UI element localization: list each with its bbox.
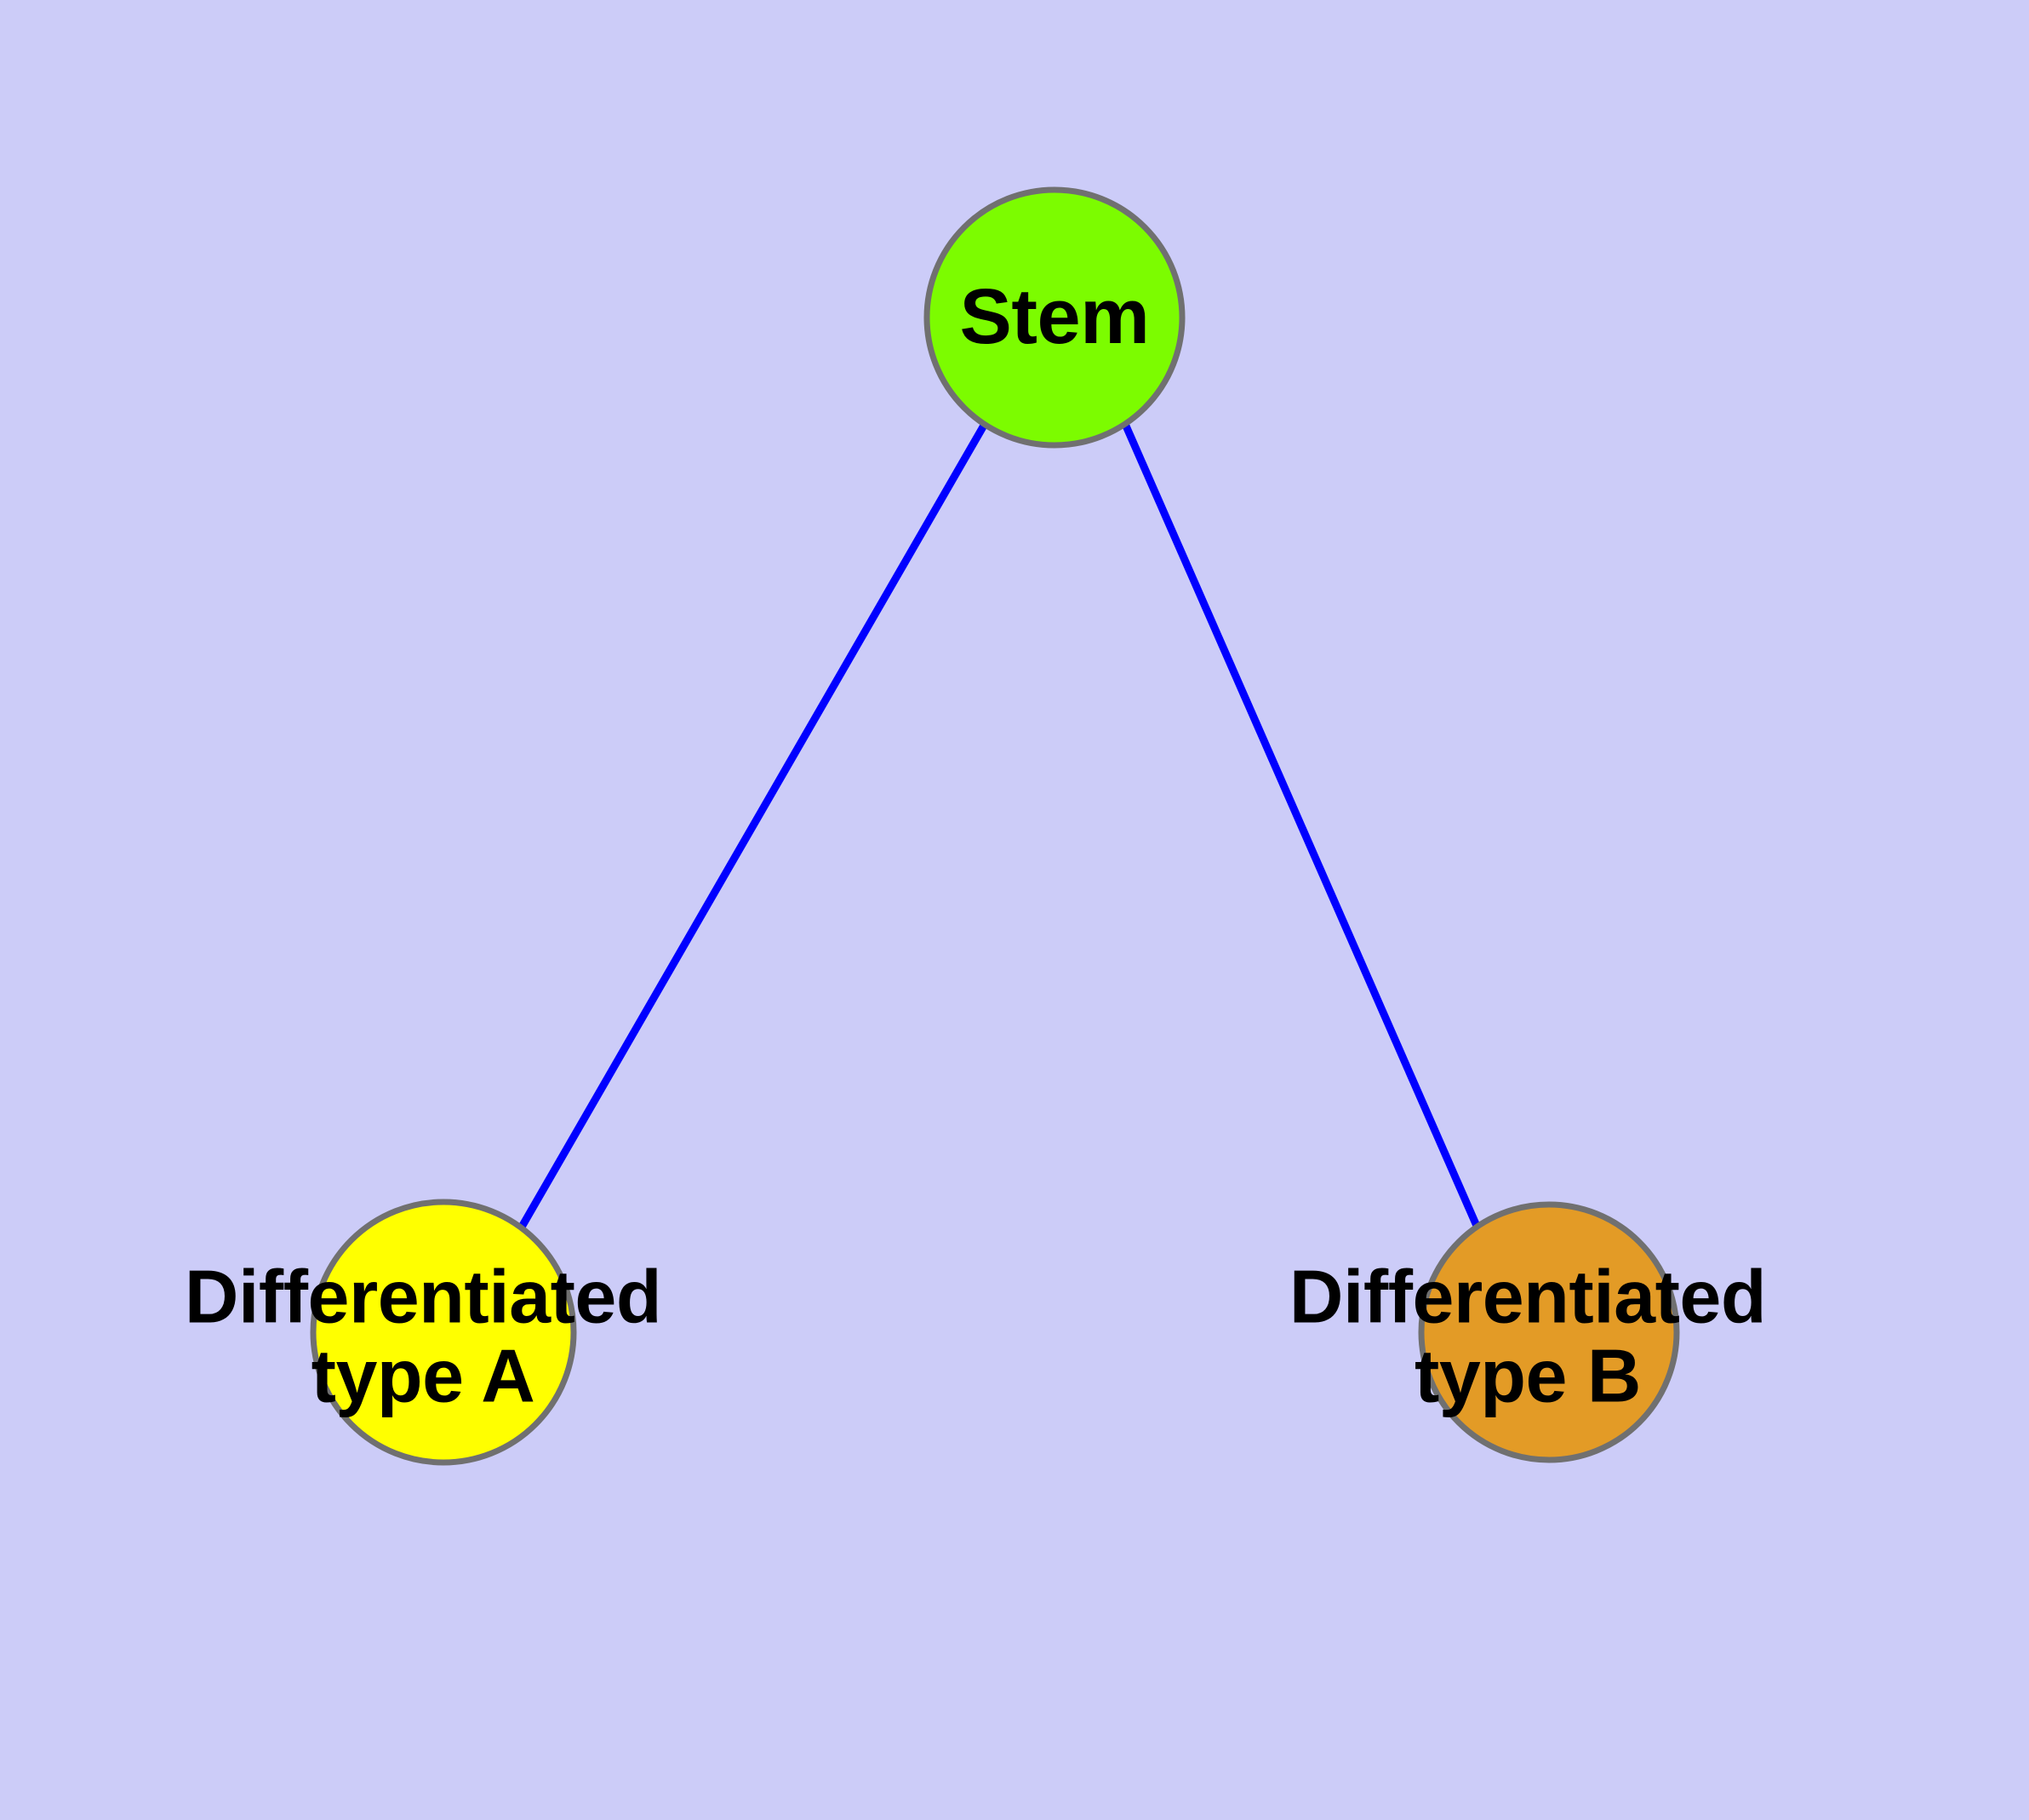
node-differentiated-type-b[interactable] [1418, 1201, 1680, 1463]
node-stem[interactable] [923, 186, 1186, 449]
node-layer [310, 186, 1680, 1466]
node-differentiated-type-a[interactable] [310, 1199, 577, 1466]
edge-layer [517, 421, 1481, 1231]
edge-stem-to-diff-b [1121, 422, 1481, 1228]
edge-stem-to-diff-a [517, 421, 988, 1231]
